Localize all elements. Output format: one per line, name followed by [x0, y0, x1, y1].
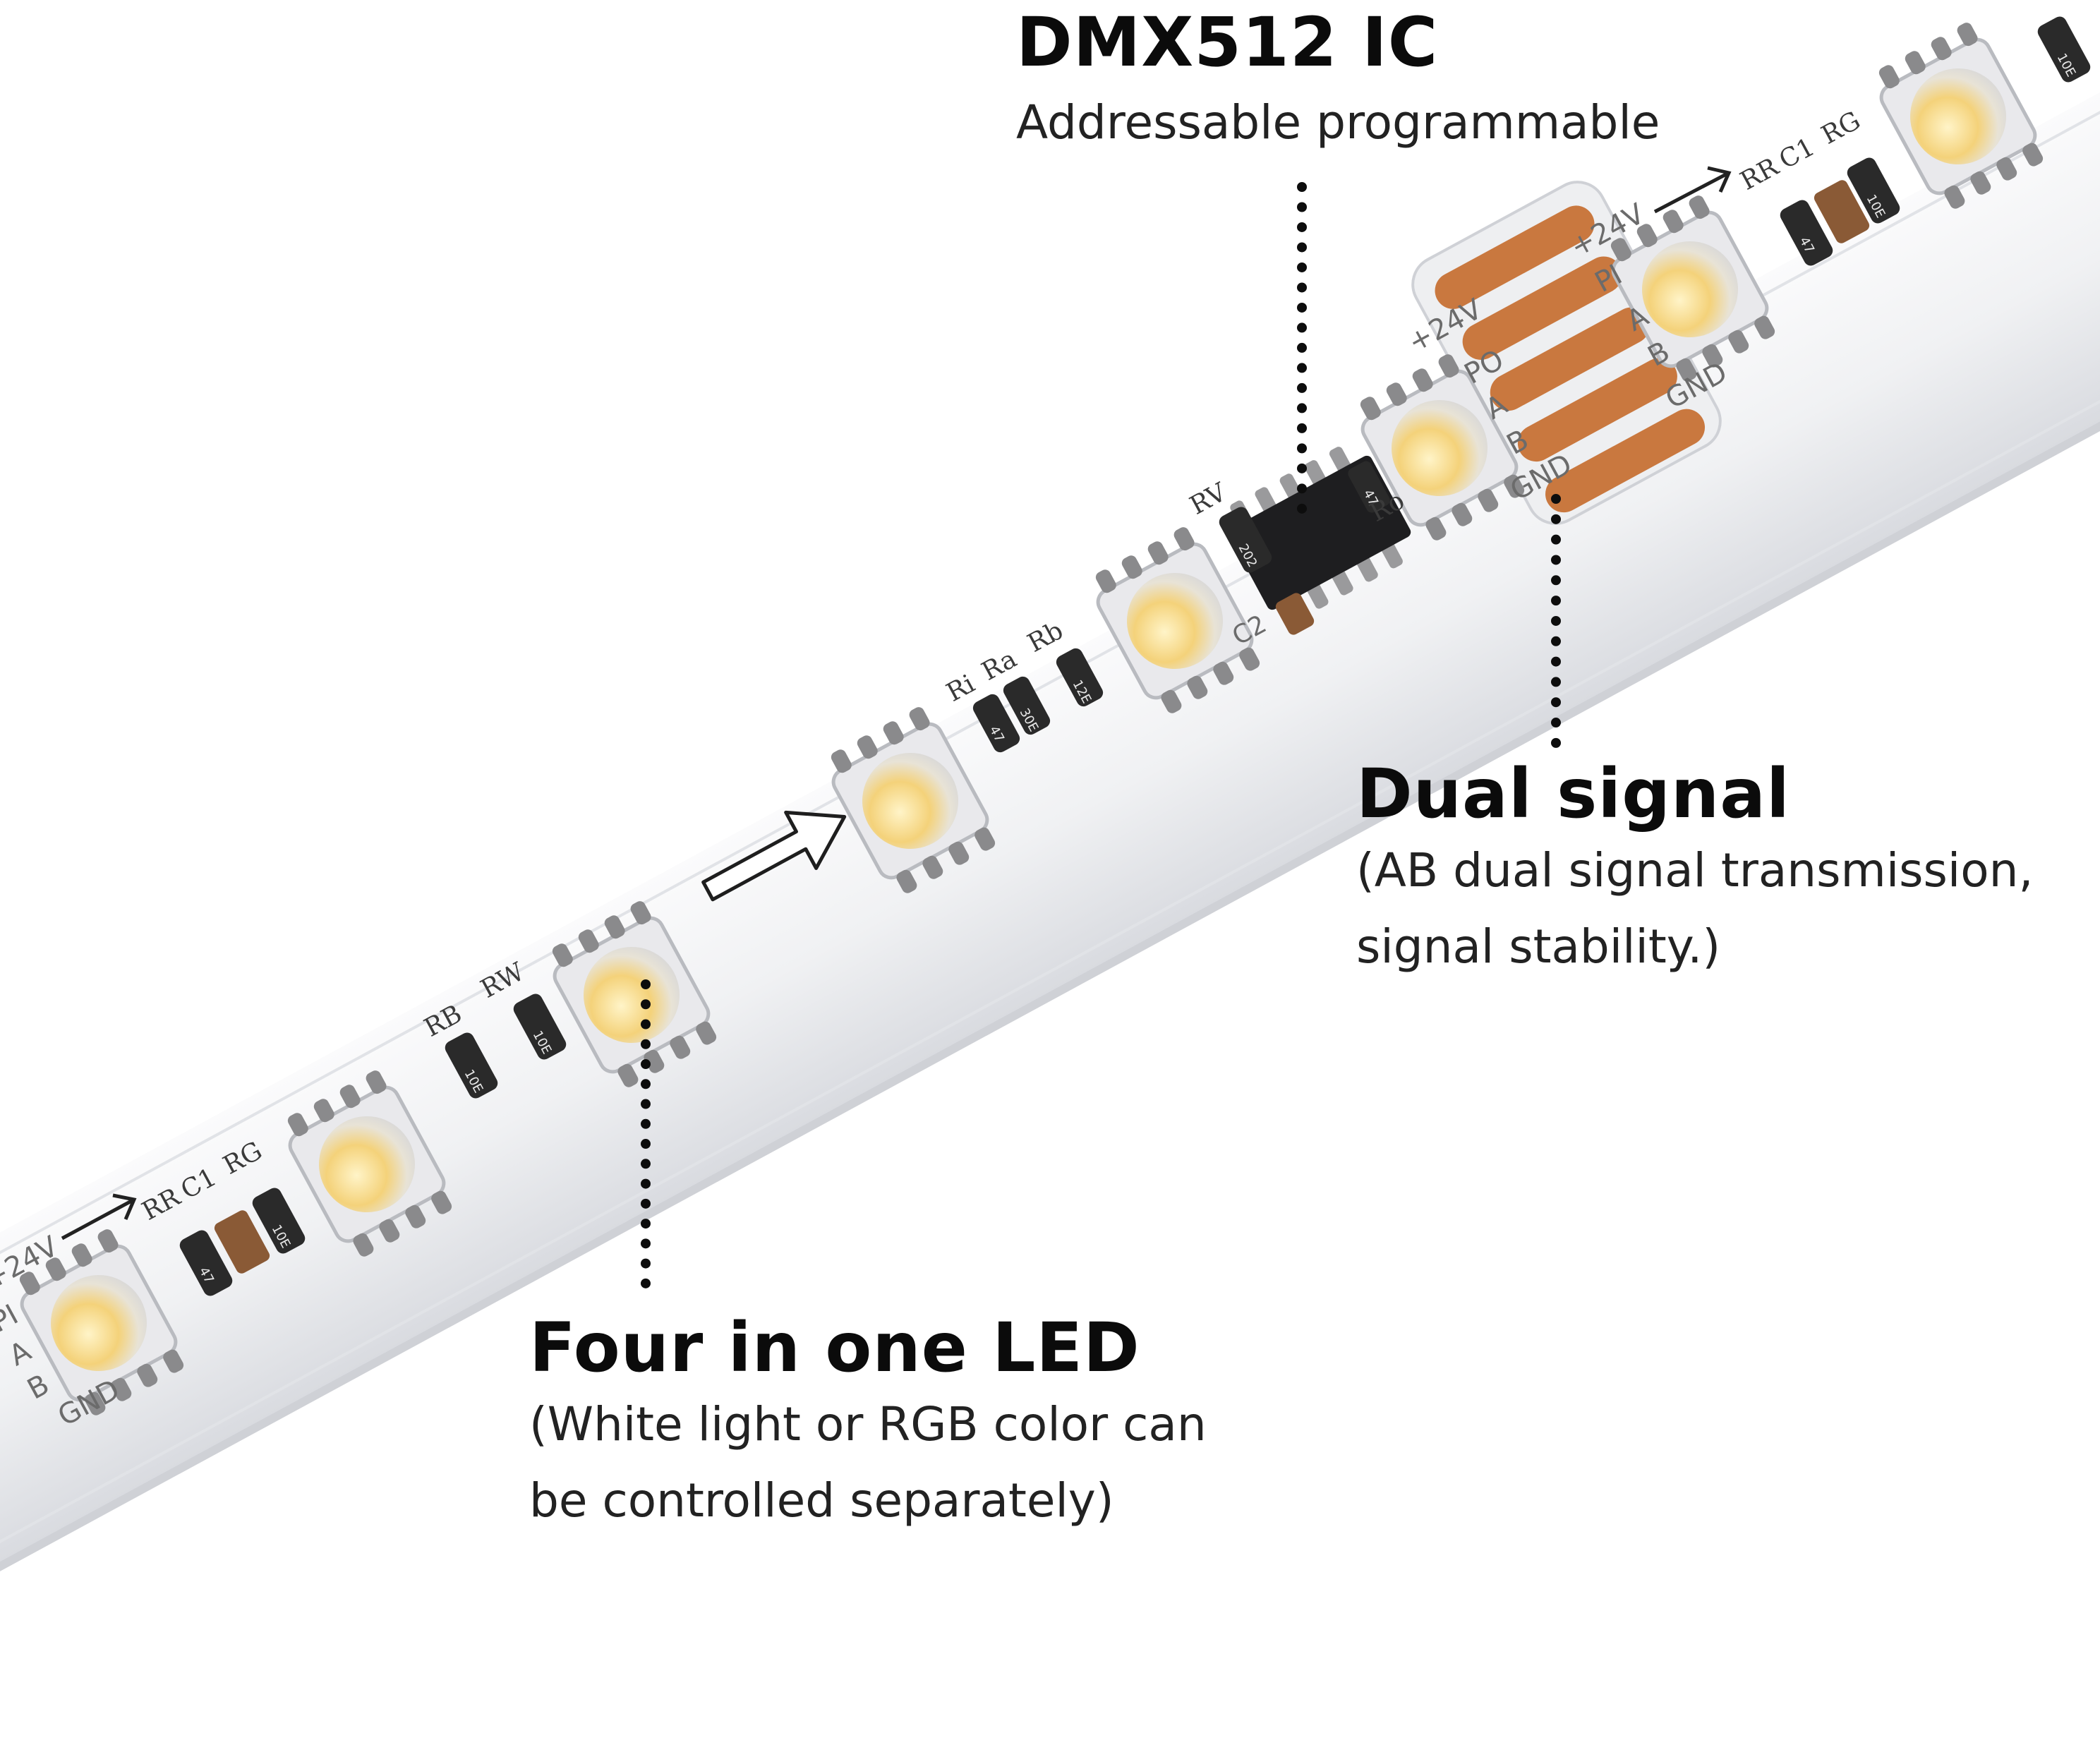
callout-text: signal stability.): [1356, 919, 1721, 974]
svg-text:C1: C1: [1775, 133, 1820, 175]
callout-text: (White light or RGB color can: [529, 1397, 1207, 1451]
led-chip-icon: [19, 23, 2044, 1415]
svg-text:RV: RV: [1185, 478, 1232, 521]
leader-line-led: [641, 979, 651, 1288]
callout-text: Addressable programmable: [1016, 95, 1660, 150]
svg-text:RG: RG: [1817, 106, 1866, 150]
pcb-strip: [0, 0, 2100, 1597]
callout-dmx512-ic: DMX512 IC Addressable programmable: [1016, 0, 1660, 161]
callout-title: Four in one LED: [529, 1308, 1140, 1387]
leader-line-dual-signal: [1551, 494, 1561, 748]
svg-text:RR: RR: [1736, 152, 1784, 196]
callout-text: be controlled separately): [529, 1473, 1114, 1528]
copper-pad-icon: [1411, 181, 1722, 525]
resistors: [179, 16, 2091, 1296]
leader-line-dmx: [1297, 182, 1307, 514]
arrow-right-icon: [61, 166, 1732, 1240]
callout-four-in-one-led: Four in one LED (White light or RGB colo…: [529, 1309, 1207, 1539]
capacitors: [214, 180, 1870, 1274]
svg-text:Ri: Ri: [942, 669, 980, 707]
hollow-arrow-icon: [701, 810, 847, 902]
svg-text:Rb: Rb: [1023, 616, 1068, 658]
callout-title: Dual signal: [1356, 754, 1790, 833]
callout-text: (AB dual signal transmission,: [1356, 843, 2034, 898]
callout-title: DMX512 IC: [1016, 3, 1439, 82]
callout-dual-signal: Dual signal (AB dual signal transmission…: [1356, 755, 2033, 985]
